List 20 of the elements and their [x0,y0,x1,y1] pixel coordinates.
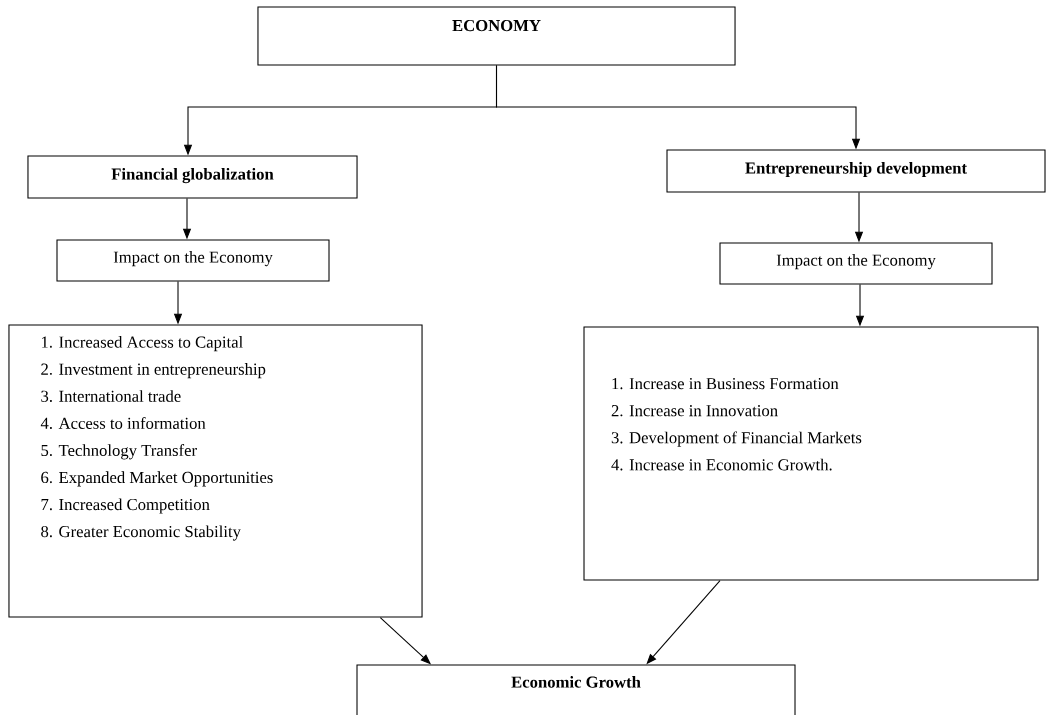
list-item: 2. Investment in entrepreneurship [41,363,266,379]
list-box [583,326,1039,581]
list-item: 7. Increased Competition [41,498,210,514]
list-item: 1. Increase in Business Formation [612,378,839,390]
list-item: 8. Greater Economic Stability [41,525,241,541]
list-item: 3. Development of Financial Markets [611,431,862,447]
list-item: 1. Increased Access to Capital [41,336,243,352]
impact-box: Impact on the Economy [56,239,330,282]
title-box: ECONOMY [257,6,736,66]
list-item: 2. Increase in Innovation [611,405,778,417]
list-item: 4. Access to information [40,417,206,429]
list-item: 4. Increase in Economic Growth. [611,458,832,471]
list-box [8,324,423,618]
impact-box: Impact on the Economy [719,242,993,285]
list-item: 6. Expanded Market Opportunities [41,471,273,487]
heading-box: Entrepreneurship development [666,149,1046,193]
result-box: Economic Growth [356,664,796,715]
list-item: 5. Technology Transfer [41,444,197,460]
heading-box: Financial globalization [27,155,358,199]
list-item: 3. International trade [41,390,181,402]
